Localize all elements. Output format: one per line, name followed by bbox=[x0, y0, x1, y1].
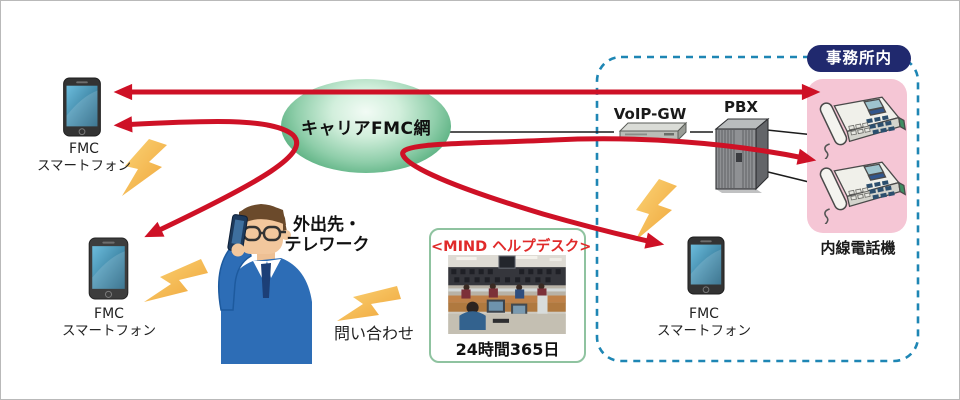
helpdesk-photo bbox=[448, 255, 566, 334]
inquiry-label: 問い合わせ bbox=[334, 324, 415, 343]
helpdesk-caption: 24時間365日 bbox=[455, 340, 560, 359]
lightning-bolt-icon bbox=[144, 259, 208, 302]
fmc-smartphone-icon bbox=[59, 77, 105, 137]
worker-location-label: 外出先・ テレワーク bbox=[284, 215, 370, 255]
extension-phones-label: 内線電話機 bbox=[820, 239, 896, 257]
helpdesk-title: <MIND ヘルプデスク> bbox=[431, 239, 592, 255]
lightning-bolt-icon bbox=[635, 179, 677, 241]
carrier-fmc-cloud: キャリアFMC網 bbox=[281, 79, 451, 173]
voip-gw-label: VoIP-GW bbox=[613, 105, 687, 123]
voip-gw-icon bbox=[612, 120, 692, 146]
carrier-fmc-cloud-label: キャリアFMC網 bbox=[300, 118, 431, 139]
smartphone-label: FMC スマートフォン bbox=[656, 306, 752, 339]
pbx-label: PBX bbox=[724, 98, 758, 116]
helpdesk-box: <MIND ヘルプデスク> bbox=[429, 228, 592, 363]
pbx-icon bbox=[710, 115, 772, 193]
desk-phone-icon bbox=[811, 156, 907, 224]
desk-phone-icon bbox=[811, 91, 907, 159]
lightning-bolt-icon bbox=[337, 286, 401, 321]
office-badge: 事務所内 bbox=[807, 45, 911, 72]
fmc-smartphone-icon bbox=[88, 237, 129, 300]
smartphone-label: FMC スマートフォン bbox=[61, 306, 157, 339]
smartphone-label: FMC スマートフォン bbox=[36, 141, 132, 174]
fmc-smartphone-icon bbox=[687, 234, 725, 297]
